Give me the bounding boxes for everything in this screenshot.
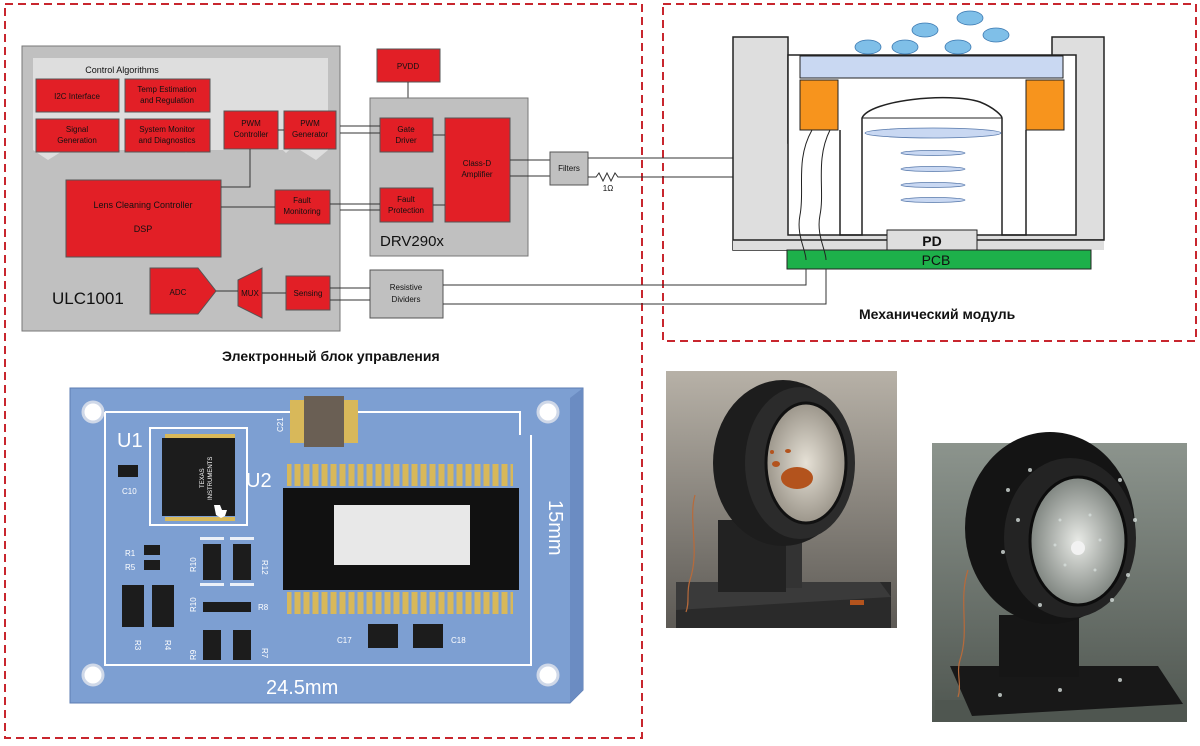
module-photo-1 xyxy=(666,371,897,628)
c10-label: C10 xyxy=(122,487,137,496)
pcb-render xyxy=(69,387,584,704)
mux-label: MUX xyxy=(241,289,259,298)
height-dimension-label: 15mm xyxy=(544,500,566,556)
control-algorithms-title: Control Algorithms xyxy=(85,65,159,75)
electronic-unit-caption: Электронный блок управления xyxy=(222,348,440,364)
fault-monitoring-label-1: Fault xyxy=(293,196,312,205)
class-d-label-2: Amplifier xyxy=(461,170,492,179)
temp-estimation-block xyxy=(124,78,211,113)
c17-label: C17 xyxy=(337,636,352,645)
fault-monitoring-label-2: Monitoring xyxy=(283,207,320,216)
pcb-label: PCB xyxy=(922,252,951,268)
r12-label: R12 xyxy=(260,560,269,575)
pvdd-block xyxy=(376,48,441,83)
u2-label: U2 xyxy=(246,470,272,492)
r4-label: R4 xyxy=(163,640,172,651)
sensing-block xyxy=(285,275,331,311)
signal-generation-label-1: Signal xyxy=(66,125,88,134)
r7-label: R7 xyxy=(260,648,269,659)
lens-cleaning-controller-label: Lens Cleaning Controller xyxy=(93,200,192,210)
resistor-label: 1Ω xyxy=(603,184,613,193)
temp-estimation-label-2: and Regulation xyxy=(140,96,194,105)
pwm-generator-label-1: PWM xyxy=(300,119,320,128)
logo-text-1: TEXAS xyxy=(200,468,206,488)
fault-protection-block xyxy=(379,187,434,223)
mechanical-frame xyxy=(662,3,1197,342)
i2c-interface-block xyxy=(35,78,120,113)
temp-estimation-label-1: Temp Estimation xyxy=(137,85,196,94)
adc-block xyxy=(149,267,217,315)
filters-block xyxy=(549,151,589,186)
u1-label: U1 xyxy=(117,430,143,452)
fault-protection-label-2: Protection xyxy=(388,206,424,215)
pcb-bar xyxy=(786,249,1092,270)
r5-label: R5 xyxy=(125,563,136,572)
mechanical-module-drawing xyxy=(732,36,1105,251)
gate-driver-label-2: Driver xyxy=(395,136,417,145)
c21-label: C21 xyxy=(276,417,285,432)
filters-label: Filters xyxy=(558,164,580,173)
gate-driver-block xyxy=(379,117,434,153)
electronic-frame xyxy=(4,3,643,739)
interchip-wires xyxy=(330,125,550,211)
pwm-generator-label-2: Generator xyxy=(292,130,328,139)
pd-label: PD xyxy=(922,233,941,249)
r10b-label: R10 xyxy=(189,597,198,612)
signal-generation-label-2: Generation xyxy=(57,136,97,145)
water-droplets xyxy=(854,10,1010,55)
system-monitor-label-1: System Monitor xyxy=(139,125,195,134)
sensing-label: Sensing xyxy=(294,289,323,298)
gate-driver-label-1: Gate xyxy=(397,125,415,134)
r10a-label: R10 xyxy=(189,557,198,572)
r9-label: R9 xyxy=(189,649,198,660)
pwm-controller-label-1: PWM xyxy=(241,119,261,128)
signal-generation-block xyxy=(35,118,120,153)
resistive-dividers-label-1: Resistive xyxy=(390,283,423,292)
drv290x-label: DRV290x xyxy=(380,233,444,250)
width-dimension-label: 24.5mm xyxy=(266,677,338,699)
ulc-internal-wires xyxy=(216,129,286,294)
class-d-label-1: Class-D xyxy=(463,159,492,168)
i2c-interface-label: I2C Interface xyxy=(54,92,100,101)
r1-label: R1 xyxy=(125,549,136,558)
logo-text-2: INSTRUMENTS xyxy=(208,457,214,500)
system-monitor-block xyxy=(124,118,211,153)
lens-cleaning-controller-block xyxy=(65,179,222,258)
system-monitor-label-2: and Diagnostics xyxy=(139,136,196,145)
resistive-dividers-label-2: Dividers xyxy=(392,295,421,304)
c18-label: C18 xyxy=(451,636,466,645)
adc-label: ADC xyxy=(170,288,187,297)
dsp-label: DSP xyxy=(134,224,153,234)
output-wires xyxy=(588,157,733,183)
fault-protection-label-1: Fault xyxy=(397,195,416,204)
resistive-dividers-block xyxy=(369,269,444,319)
module-photo-2 xyxy=(932,432,1187,722)
ulc1001-label: ULC1001 xyxy=(52,289,124,308)
pvdd-label: PVDD xyxy=(397,62,419,71)
pwm-controller-label-2: Controller xyxy=(234,130,269,139)
mechanical-module-caption: Механический модуль xyxy=(859,306,1016,322)
r8-label: R8 xyxy=(258,603,269,612)
r3-label: R3 xyxy=(133,640,142,651)
class-d-amplifier-block xyxy=(444,117,511,223)
ti-logo-icon xyxy=(214,505,227,518)
pwm-generator-block xyxy=(283,110,337,150)
piezo-wires xyxy=(798,129,831,261)
mux-block xyxy=(237,267,263,319)
pwm-controller-block xyxy=(223,110,279,150)
